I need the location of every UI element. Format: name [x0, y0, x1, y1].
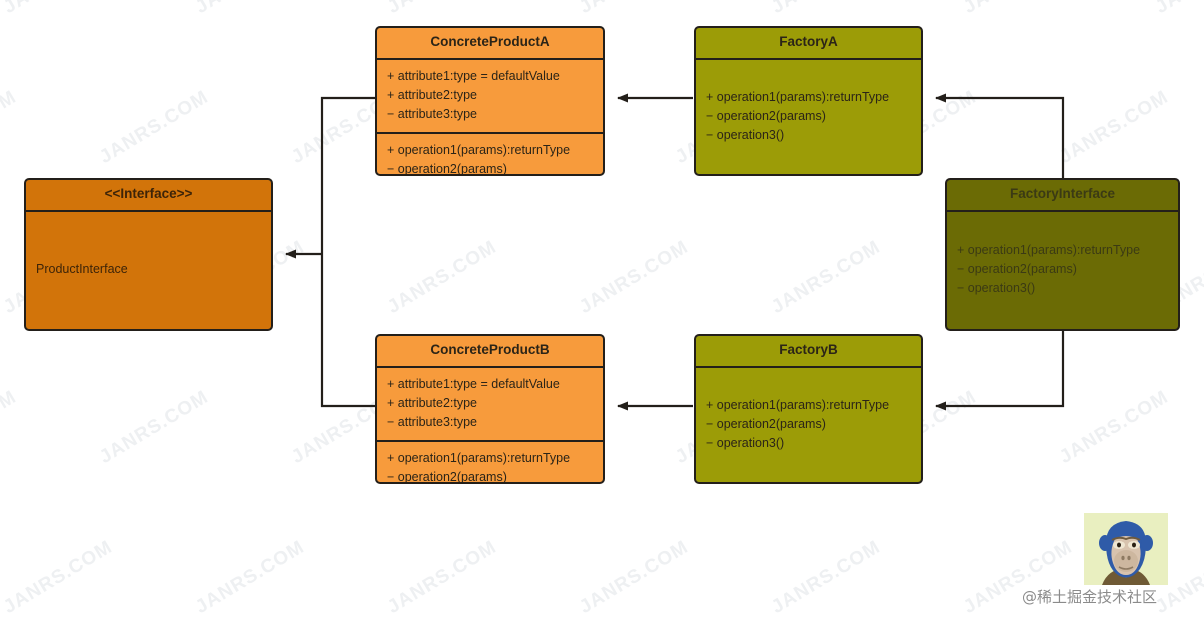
edge-concreteproducta-to-productinterface — [320, 96, 375, 254]
watermark-text: JANRS.COM — [768, 236, 885, 319]
brand-handle: @稀土掘金技术社区 — [1022, 588, 1158, 606]
watermark-text: JANRS.COM — [0, 386, 21, 469]
uml-attribute: + attribute1:type = defaultValue — [387, 68, 560, 83]
uml-attribute: − attribute3:type — [387, 414, 477, 429]
watermark-text: JANRS.COM — [576, 536, 693, 619]
uml-operation: − operation2(params) — [387, 161, 507, 176]
edge-concreteproductb-to-productinterface — [320, 254, 375, 408]
uml-class-title: <<Interface>> — [26, 180, 271, 212]
edge-factoryinterface-to-factorya — [935, 93, 1065, 178]
watermark-text: JANRS.COM — [768, 0, 885, 19]
watermark-text: JANRS.COM — [0, 86, 21, 169]
watermark-text: JANRS.COM — [192, 536, 309, 619]
watermark-text: JANRS.COM — [1056, 386, 1173, 469]
watermark-text: JANRS.COM — [0, 536, 117, 619]
uml-operation: + operation1(params):returnType — [957, 243, 1141, 258]
watermark-text: JANRS.COM — [768, 536, 885, 619]
watermark-text: JANRS.COM — [192, 0, 309, 19]
watermark-text: JANRS.COM — [96, 386, 213, 469]
uml-operation: − operation3() — [706, 435, 785, 450]
uml-operations-compartment: + operation1(params):returnType − operati… — [696, 60, 921, 174]
uml-operations-compartment: + operation1(params):returnType − operati… — [696, 368, 921, 482]
uml-operation: − operation2(params) — [957, 262, 1077, 277]
uml-operation: − operation2(params) — [706, 108, 826, 123]
uml-operation: + operation1(params):returnType — [387, 450, 571, 465]
watermark-text: JANRS.COM — [0, 0, 117, 19]
uml-operations-compartment: + operation1(params):returnType − operati… — [377, 442, 603, 484]
uml-body-line: ProductInterface — [36, 262, 128, 277]
edge-factoryinterface-to-factoryb — [935, 331, 1065, 411]
uml-operation: − operation3() — [957, 281, 1036, 296]
uml-operations-compartment: + operation1(params):returnType − operati… — [377, 134, 603, 176]
watermark-text: JANRS.COM — [576, 0, 693, 19]
uml-class-title: ConcreteProductB — [377, 336, 603, 368]
uml-class-concrete-product-a[interactable]: ConcreteProductA+ attribute1:type = defa… — [375, 26, 605, 176]
watermark-text: JANRS.COM — [384, 0, 501, 19]
uml-operation: + operation1(params):returnType — [706, 89, 890, 104]
uml-class-product-interface[interactable]: <<Interface>> ProductInterface — [24, 178, 273, 331]
uml-attribute: − attribute3:type — [387, 106, 477, 121]
uml-class-factory-a[interactable]: FactoryA + operation1(params):returnType −… — [694, 26, 923, 176]
watermark-text: JANRS.COM — [960, 0, 1077, 19]
watermark-text: JANRS.COM — [384, 236, 501, 319]
uml-operation: − operation2(params) — [706, 416, 826, 431]
watermark-text: JANRS.COM — [96, 86, 213, 169]
watermark-text: JANRS.COM — [1056, 86, 1173, 169]
uml-class-title: FactoryB — [696, 336, 921, 368]
uml-attribute: + attribute1:type = defaultValue — [387, 376, 560, 391]
watermark-text: JANRS.COM — [576, 236, 693, 319]
uml-attribute: + attribute2:type — [387, 395, 477, 410]
uml-class-title: FactoryInterface — [947, 180, 1178, 212]
uml-class-title: FactoryA — [696, 28, 921, 60]
uml-class-factory-interface[interactable]: FactoryInterface+ operation1(params):ret… — [945, 178, 1180, 331]
uml-operations-compartment: + operation1(params):returnType − operati… — [947, 212, 1178, 329]
uml-operation: − operation3() — [706, 127, 785, 142]
watermark-text: JANRS.COM — [1152, 0, 1204, 19]
avatar — [1084, 513, 1168, 585]
uml-class-body: ProductInterface — [26, 212, 271, 329]
uml-operation: + operation1(params):returnType — [706, 397, 890, 412]
uml-attributes-compartment: + attribute1:type = defaultValue + attrib… — [377, 60, 603, 134]
watermark-text: JANRS.COM — [384, 536, 501, 619]
uml-attribute: + attribute2:type — [387, 87, 477, 102]
uml-operation: + operation1(params):returnType — [387, 142, 571, 157]
uml-attributes-compartment: + attribute1:type = defaultValue + attrib… — [377, 368, 603, 442]
uml-class-concrete-product-b[interactable]: ConcreteProductB+ attribute1:type = defa… — [375, 334, 605, 484]
uml-class-factory-b[interactable]: FactoryB + operation1(params):returnType −… — [694, 334, 923, 484]
uml-operation: − operation2(params) — [387, 469, 507, 484]
uml-class-title: ConcreteProductA — [377, 28, 603, 60]
